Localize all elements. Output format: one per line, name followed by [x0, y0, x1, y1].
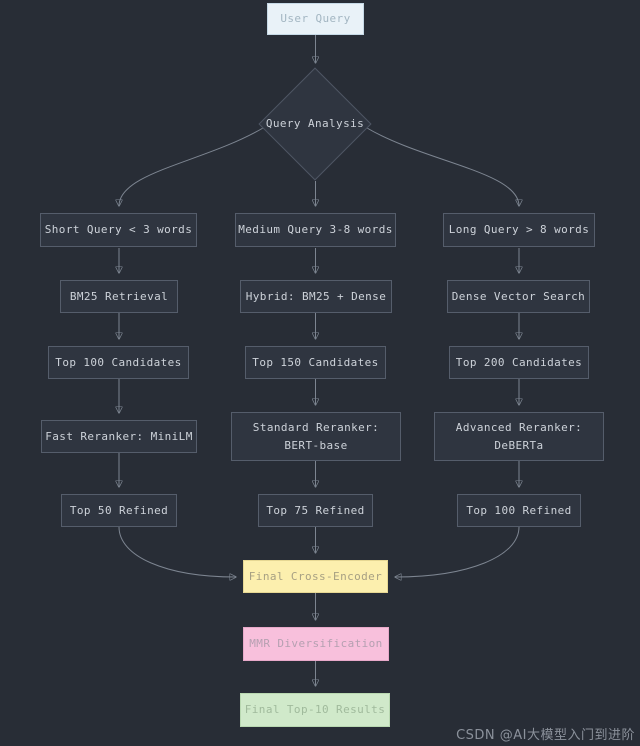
edge-top100r-finalce [395, 526, 520, 577]
node-label: Top 100 Refined [466, 503, 572, 517]
node-standard-reranker: Standard Reranker: BERT-base [231, 412, 401, 461]
node-label-line2: BERT-base [284, 438, 348, 452]
node-hybrid-retrieval: Hybrid: BM25 + Dense [240, 280, 392, 313]
node-label-line2: DeBERTa [494, 438, 544, 452]
node-label: Fast Reranker: MiniLM [45, 429, 193, 443]
node-label: Hybrid: BM25 + Dense [245, 289, 387, 303]
node-bm25-retrieval: BM25 Retrieval [60, 280, 178, 313]
node-advanced-reranker: Advanced Reranker: DeBERTa [434, 412, 604, 461]
node-label: Long Query > 8 words [448, 223, 590, 237]
node-top-100-refined: Top 100 Refined [457, 494, 581, 527]
csdn-watermark: CSDN @AI大模型入门到进阶 [456, 728, 635, 743]
node-label: Top 50 Refined [69, 503, 169, 517]
node-final-top10-results: Final Top-10 Results [240, 693, 390, 727]
node-query-analysis-label: Query Analysis [265, 117, 365, 130]
node-label-line1: Standard Reranker: [252, 421, 380, 435]
node-top-75-refined: Top 75 Refined [258, 494, 373, 527]
node-medium-query: Medium Query 3-8 words [235, 213, 396, 247]
node-label: Top 75 Refined [266, 503, 365, 517]
node-label: Final Cross-Encoder [248, 569, 383, 583]
node-label: Top 200 Candidates [455, 355, 583, 369]
edge-analysis-long [366, 127, 519, 206]
node-label: BM25 Retrieval [69, 289, 169, 303]
node-label: Top 150 Candidates [252, 355, 379, 369]
edge-top50-finalce [118, 526, 236, 577]
node-top-200-candidates: Top 200 Candidates [449, 346, 589, 379]
node-user-query: User Query [267, 3, 364, 35]
node-top-50-refined: Top 50 Refined [61, 494, 177, 527]
node-fast-reranker: Fast Reranker: MiniLM [41, 420, 197, 453]
node-dense-vector-search: Dense Vector Search [447, 280, 590, 313]
node-label: Medium Query 3-8 words [238, 223, 393, 237]
node-long-query: Long Query > 8 words [443, 213, 595, 247]
node-label: Top 100 Candidates [55, 355, 182, 369]
node-label: User Query [280, 12, 351, 26]
node-mmr-diversification: MMR Diversification [243, 627, 389, 661]
edge-analysis-short [119, 127, 264, 206]
node-top-100-candidates: Top 100 Candidates [48, 346, 189, 379]
node-label: Final Top-10 Results [244, 703, 386, 717]
node-label: Dense Vector Search [451, 289, 586, 303]
node-short-query: Short Query < 3 words [40, 213, 197, 247]
node-top-150-candidates: Top 150 Candidates [245, 346, 386, 379]
node-final-cross-encoder: Final Cross-Encoder [243, 560, 388, 593]
node-label: Short Query < 3 words [44, 223, 193, 237]
node-label-line1: Advanced Reranker: [455, 421, 583, 435]
node-label: MMR Diversification [249, 637, 383, 651]
